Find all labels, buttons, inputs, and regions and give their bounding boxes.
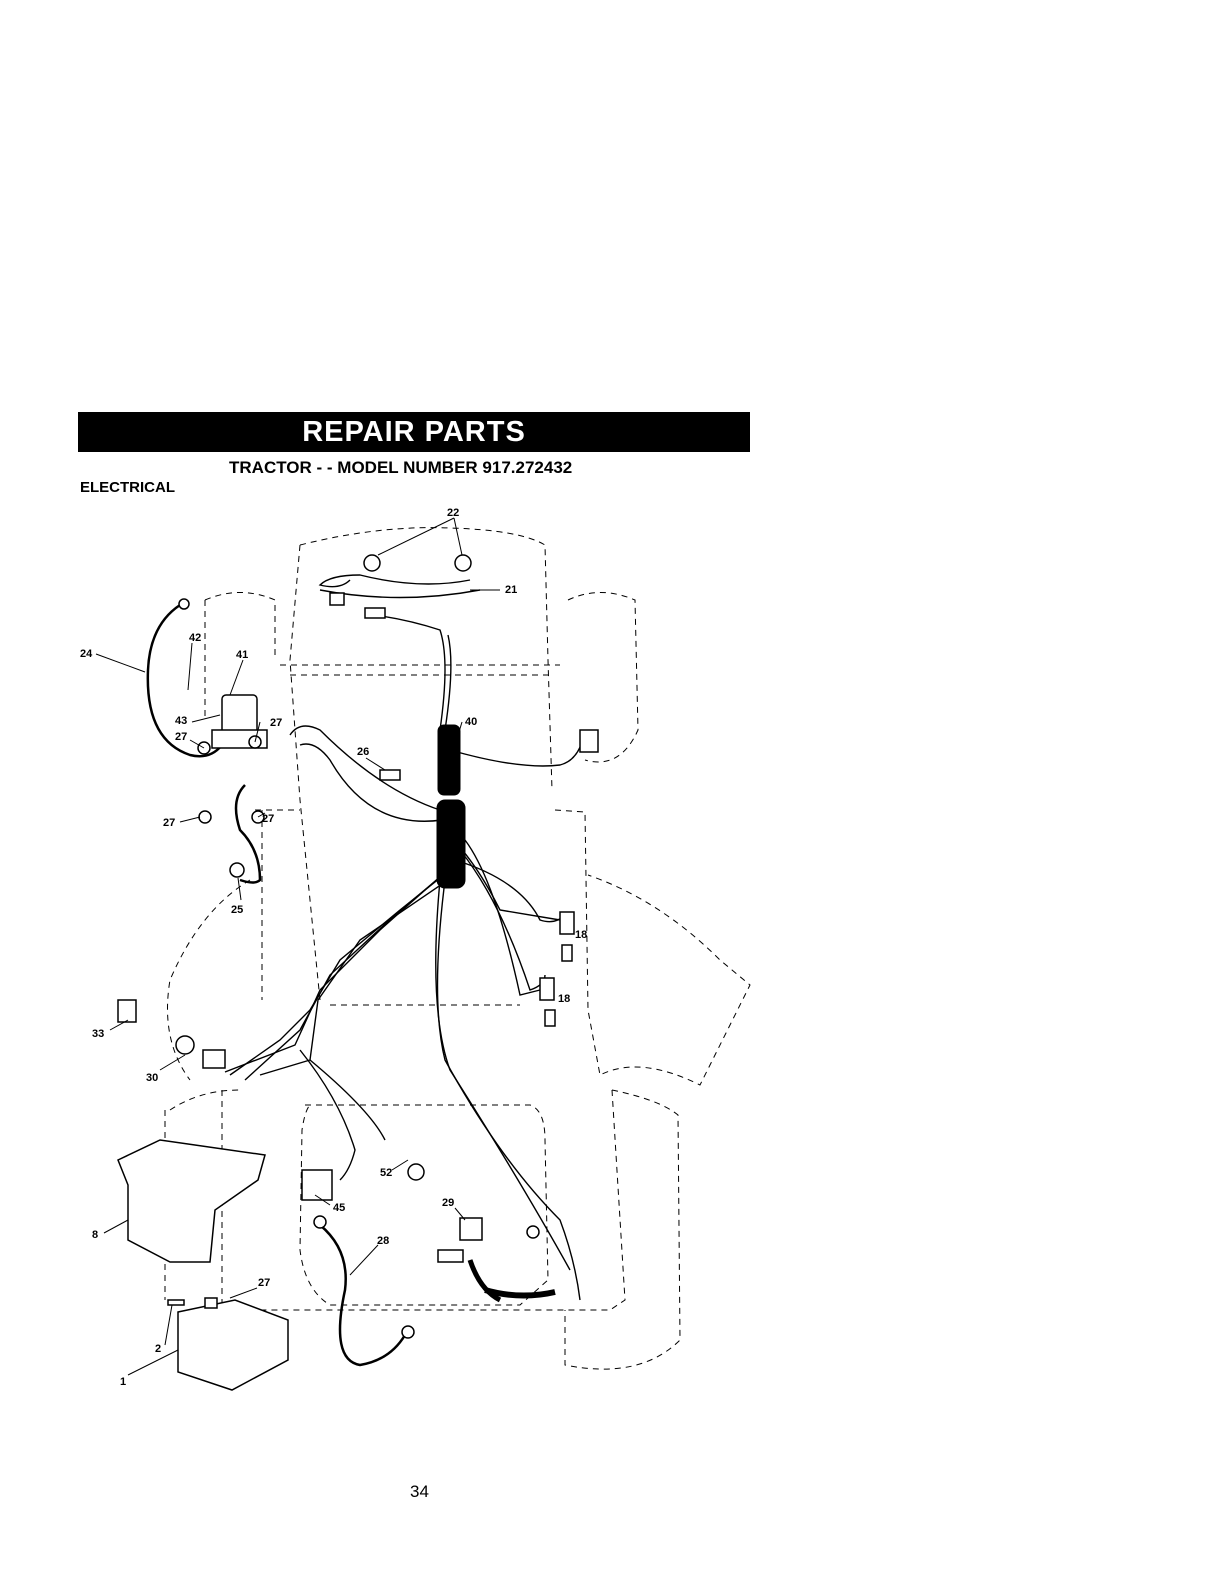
- ring-terminal: [179, 599, 189, 609]
- callout-40: 40: [465, 716, 477, 728]
- battery-box: [118, 1140, 265, 1262]
- ignition-switch: [176, 1036, 194, 1054]
- ring-terminal: [230, 863, 244, 877]
- callout-43: 43: [175, 715, 187, 727]
- callout-41: 41: [236, 649, 248, 661]
- bolt-2: [168, 1300, 184, 1305]
- callout-18: 18: [575, 929, 587, 941]
- seat-switch: [460, 1218, 482, 1240]
- ring-terminal: [314, 1216, 326, 1228]
- ignition-connector: [203, 1050, 225, 1068]
- page-number: 34: [410, 1482, 429, 1502]
- battery: [178, 1300, 288, 1390]
- callout-52: 52: [380, 1167, 392, 1179]
- callout-27: 27: [270, 717, 282, 729]
- switch-18-upper: [562, 945, 572, 961]
- nut-27: [205, 1298, 217, 1308]
- callout-21: 21: [505, 584, 517, 596]
- callout-45: 45: [333, 1202, 345, 1214]
- fuse-holder: [302, 1170, 332, 1200]
- connector-52: [408, 1164, 424, 1180]
- wiring-harness: [225, 575, 585, 1300]
- callouts: 22 21 24 42 41 43 27 27 26 40 27 27 25 1…: [80, 507, 587, 1388]
- callout-29: 29: [442, 1197, 454, 1209]
- connector: [438, 1250, 463, 1262]
- callout-2: 2: [155, 1343, 161, 1355]
- callout-28: 28: [377, 1235, 389, 1247]
- callout-1: 1: [120, 1376, 126, 1388]
- callout-42: 42: [189, 632, 201, 644]
- connector: [540, 978, 554, 1000]
- callout-22: 22: [447, 507, 459, 519]
- headlight-left: [364, 555, 380, 571]
- plug: [365, 608, 385, 618]
- switch-18-lower: [545, 1010, 555, 1026]
- callout-27: 27: [262, 813, 274, 825]
- headlight-right: [455, 555, 471, 571]
- callout-8: 8: [92, 1229, 98, 1241]
- plug: [330, 593, 344, 605]
- callout-33: 33: [92, 1028, 104, 1040]
- connector: [560, 912, 574, 934]
- washer: [199, 811, 211, 823]
- callout-26: 26: [357, 746, 369, 758]
- ring-terminal: [402, 1326, 414, 1338]
- callout-30: 30: [146, 1072, 158, 1084]
- callout-18: 18: [558, 993, 570, 1005]
- solenoid: [222, 695, 257, 735]
- switch-33: [118, 1000, 136, 1022]
- callout-27: 27: [258, 1277, 270, 1289]
- callout-24: 24: [80, 648, 93, 660]
- callout-25: 25: [231, 904, 243, 916]
- callout-27: 27: [175, 731, 187, 743]
- connector-26: [380, 770, 400, 780]
- callout-27: 27: [163, 817, 175, 829]
- ring-terminal: [527, 1226, 539, 1238]
- connector: [580, 730, 598, 752]
- components: [118, 555, 598, 1390]
